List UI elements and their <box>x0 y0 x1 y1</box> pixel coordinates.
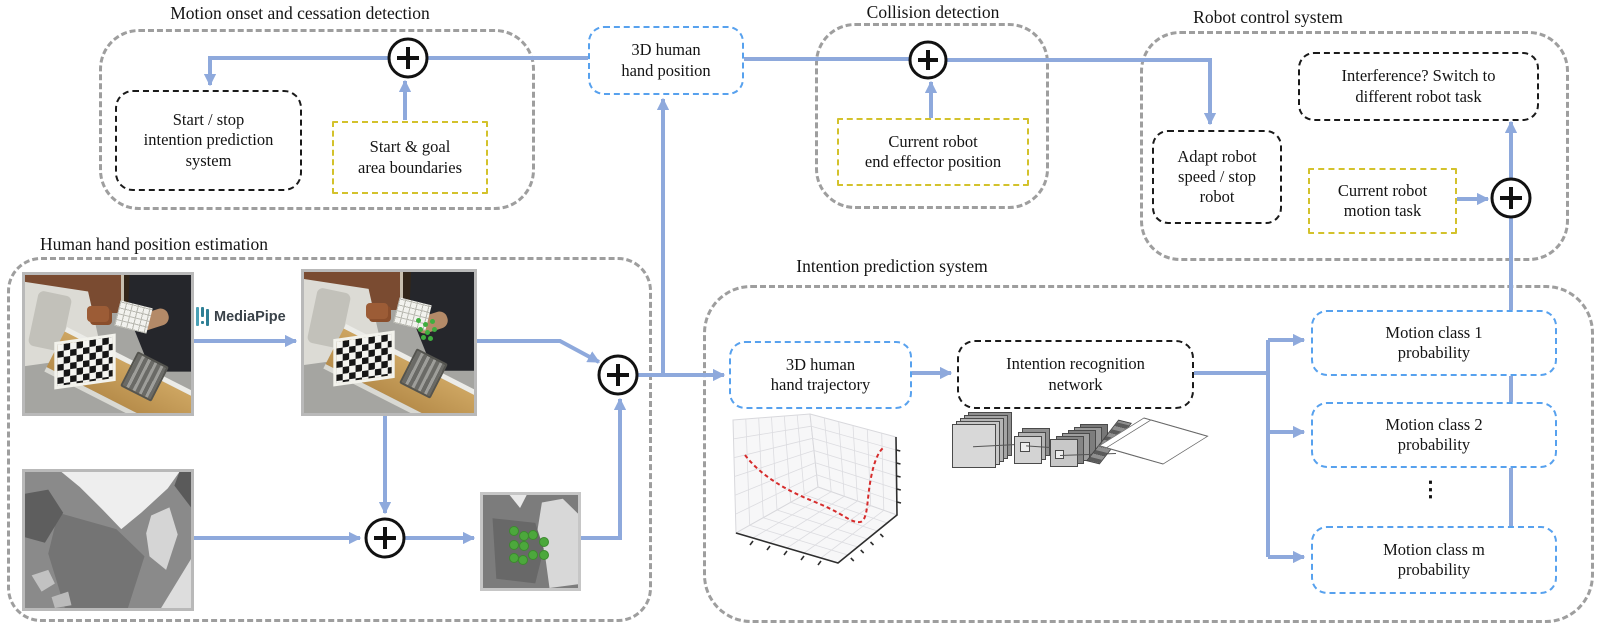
arrow-sum-to-start-stop <box>203 56 389 87</box>
cnn-network-graphic <box>952 412 1209 474</box>
motion-task-box: Current robot motion task <box>1308 168 1457 234</box>
end-effector-box: Current robot end effector position <box>837 118 1029 186</box>
adapt-robot-box: Adapt robot speed / stop robot <box>1152 130 1282 224</box>
intention-title: Intention prediction system <box>796 256 988 276</box>
arrow-collision-to-adapt-robot <box>946 58 1217 126</box>
mediapipe-logo: MediaPipe <box>191 307 286 326</box>
intention-container <box>703 285 1594 623</box>
hand-trajectory-curve <box>744 447 884 524</box>
robot-control-title: Robot control system <box>1193 7 1343 27</box>
plus-junction-collision <box>908 40 948 80</box>
motion-class-1-box: Motion class 1 probability <box>1311 310 1557 376</box>
plus-junction-motion-onset <box>387 37 429 79</box>
arrow-crop-to-merge-sum <box>576 397 627 540</box>
arrow-annotated-to-merge-sum <box>471 339 601 364</box>
plus-junction-depth <box>364 517 406 559</box>
recognition-network-box: Intention recognition network <box>957 340 1194 409</box>
hand-trajectory-box: 3D human hand trajectory <box>729 341 912 409</box>
plus-junctions <box>364 37 1532 559</box>
annotated-camera-image <box>301 269 477 416</box>
hand-landmarks-crop-image <box>480 492 581 591</box>
class-ellipsis: ⋮ <box>1420 477 1441 501</box>
plus-junction-robot-control <box>1490 177 1532 219</box>
hand-estimation-title: Human hand position estimation <box>40 234 268 254</box>
robot-control-container <box>1140 31 1569 261</box>
hand-estimation-container <box>7 257 652 622</box>
motion-class-2-box: Motion class 2 probability <box>1311 402 1557 468</box>
line-network-fanout <box>1190 340 1270 557</box>
rgb-camera-image <box>22 272 194 416</box>
motion-onset-title: Motion onset and cessation detection <box>170 3 430 23</box>
checkerboard <box>333 330 395 387</box>
checkerboard <box>54 333 116 390</box>
start-goal-box: Start & goal area boundaries <box>332 121 488 194</box>
trajectory-plot <box>732 413 902 566</box>
start-stop-box: Start / stop intention prediction system <box>115 90 302 191</box>
motion-class-m-box: Motion class m probability <box>1311 526 1557 594</box>
collision-title: Collision detection <box>866 2 1000 22</box>
hand-position-box: 3D human hand position <box>588 26 744 95</box>
depth-map-image <box>22 469 194 611</box>
collision-container <box>815 23 1049 209</box>
motion-onset-container <box>99 29 535 210</box>
interference-box: Interference? Switch to different robot … <box>1298 52 1539 121</box>
plus-junction-merge <box>597 354 639 396</box>
mediapipe-wordmark: MediaPipe <box>214 308 286 325</box>
